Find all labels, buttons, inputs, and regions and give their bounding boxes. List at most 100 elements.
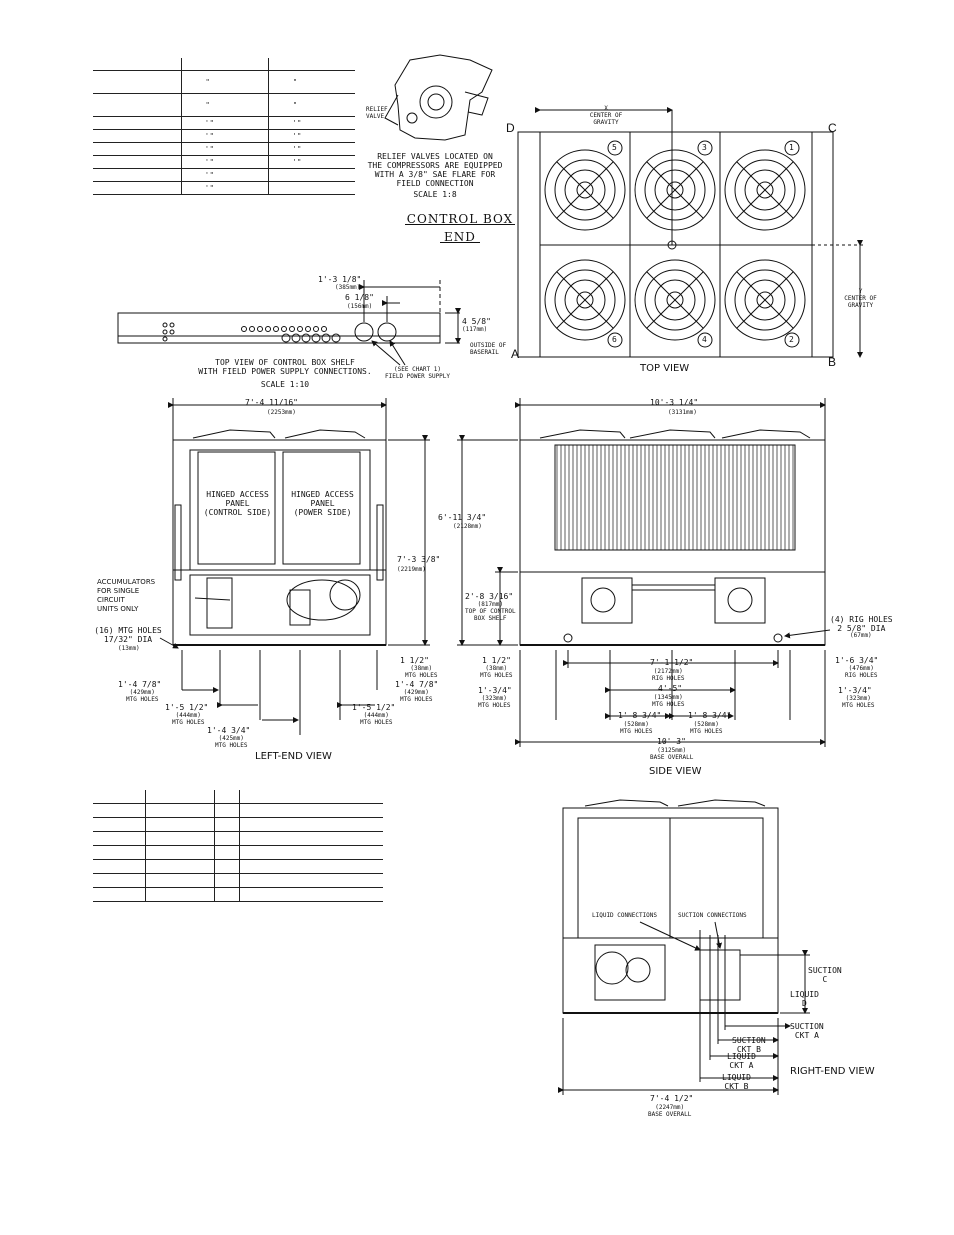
fan-ring [576,291,594,309]
shelf-indicator [162,322,168,328]
table-row: ' "' " [93,155,355,169]
side-view-title: SIDE VIEW [649,766,702,777]
side-dim-2: 1'-3/4" [478,686,512,695]
mtg-holes-label: (16) MTG HOLES 17/32" DIA [94,626,162,644]
fan-ring [554,269,616,331]
top-view-title: TOP VIEW [640,363,690,374]
fan-number: 3 [702,143,707,152]
dim-left-f: 1 1/2" [400,656,429,665]
table-cell [352,845,383,860]
table-header-cell [93,58,182,71]
table-cell [145,887,215,902]
corner-c: C [828,121,837,135]
side-dim-1-mm: (38mm) MTG HOLES [480,665,513,679]
fan-ring [756,291,774,309]
side-height: 6'-11 3/4" [438,513,487,522]
mtg-holes-mm: (13mm) [118,645,140,652]
fan-ring [544,259,626,341]
liquid-d-label: LIQUID D [790,990,819,1008]
fan-ring [724,259,806,341]
accumulators-label: ACCUMULATORS FOR SINGLE CIRCUIT UNITS ON… [97,578,156,613]
fan-ring [724,149,806,231]
liquid-ckt-b-label: LIQUID CKT B [722,1073,751,1091]
relief-scale: SCALE 1:8 [413,190,457,199]
table-cell: ' " [180,168,269,182]
table-row [93,859,383,874]
fan-blade [646,271,676,301]
table-cell [239,790,352,804]
dim-left-a: 1'-4 7/8" [118,680,162,689]
table-row [93,803,383,818]
fan-blade [646,161,676,191]
table-row [93,831,383,846]
table-cell [145,873,215,888]
table-cell [239,803,352,818]
table-cell [93,859,146,874]
fan-blade [556,189,586,219]
shelf-scale: SCALE 1:10 [260,380,310,389]
table-row [93,845,383,860]
table-cell: ' " [180,181,269,195]
shelf-caption: TOP VIEW OF CONTROL BOX SHELF WITH FIELD… [198,358,372,376]
table-cell [352,817,383,832]
fan-ring [744,279,786,321]
shelf-indicator [162,329,168,335]
table-cell [93,93,182,117]
fan-blade [646,189,676,219]
shelf-knockout [301,333,311,343]
shelf-height: 2'-8 3/16" [465,592,514,601]
shelf-dim-2: 6 1/8" [345,293,374,302]
table-cell [352,790,383,804]
side-dim-7-mm: (476mm) RIG HOLES [845,665,878,679]
panel-control-side: HINGED ACCESS PANEL (CONTROL SIDE) [203,490,272,517]
table-cell [214,831,240,846]
table-row [93,817,383,832]
corner-b: B [828,355,837,369]
table-cell: ' " [268,129,355,143]
fan-ring [666,181,684,199]
fan-blade [736,299,766,329]
table-row: "" [93,93,355,117]
shelf-knockout [311,333,321,343]
table-header-cell [268,58,355,71]
fan-blade [674,161,704,191]
table-cell [93,887,146,902]
fan-blade [764,299,794,329]
side-view-drawing [457,398,831,747]
fan-blade [584,299,614,329]
shelf-indicator [321,326,327,332]
fan-blade [764,161,794,191]
left-end-width: 7'-4 11/16" [245,398,298,407]
shelf-indicator [249,326,255,332]
table-cell: " [180,93,269,117]
fan-number-circle [697,140,713,156]
table-cell [214,873,240,888]
suction-c-label: SUCTION C [808,966,842,984]
table-cell [145,859,215,874]
table-row: ' "' " [93,142,355,156]
center-of-gravity-x: X CENTER OF GRAVITY [589,105,623,126]
table-cell [239,845,352,860]
fan-ring [564,169,606,211]
table-cell [93,116,182,130]
table-cell [93,845,146,860]
table-cell [93,803,146,818]
panel-power-side: HINGED ACCESS PANEL (POWER SIDE) [291,490,354,517]
table-header-cell [180,58,269,71]
fan-ring [734,159,796,221]
table-cell [268,181,355,195]
fan-blade [584,161,614,191]
table-cell [214,859,240,874]
side-dim-4: 4'-5" [658,684,683,693]
fan-blade [736,271,766,301]
shelf-indicator [273,326,279,332]
table-cell [352,831,383,846]
fan-ring [576,181,594,199]
suction-ckt-b-label: SUCTION CKT B [732,1036,766,1054]
table-cell [93,155,182,169]
side-dim-3: 7'-1 1/2" [650,658,694,667]
table-cell: ' " [268,155,355,169]
fan-ring [544,149,626,231]
center-of-gravity-y: Y CENTER OF GRAVITY [844,288,877,309]
fan-blade [764,189,794,219]
